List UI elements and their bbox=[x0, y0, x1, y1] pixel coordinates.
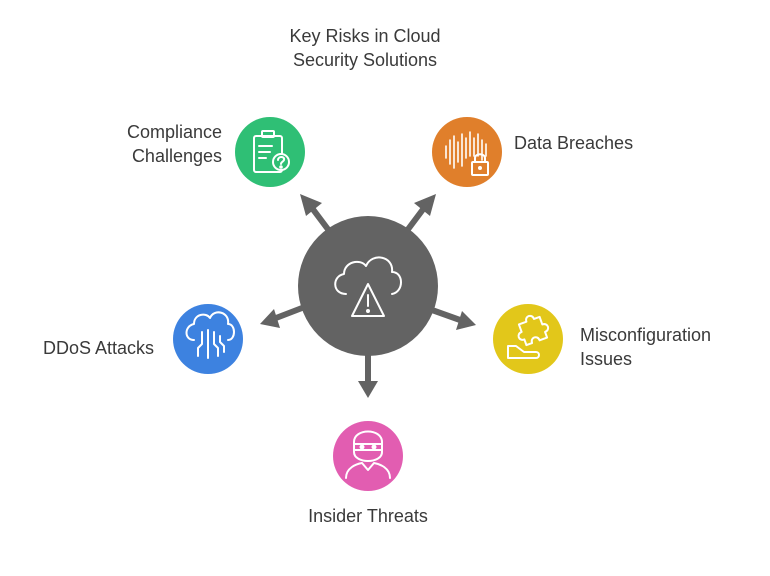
label-misconfiguration: Misconfiguration Issues bbox=[580, 323, 760, 371]
node-data-breaches bbox=[432, 117, 502, 187]
arrow-to-misconfiguration bbox=[430, 307, 476, 330]
label-insider-line-1: Insider Threats bbox=[308, 506, 428, 526]
node-ddos bbox=[173, 304, 243, 374]
arrows bbox=[260, 194, 476, 398]
label-compliance-line-1: Compliance bbox=[126, 122, 222, 142]
label-compliance: Compliance Challenges bbox=[70, 120, 222, 168]
label-insider: Insider Threats bbox=[288, 504, 448, 528]
node-compliance bbox=[235, 117, 305, 187]
soundwave-lock-icon bbox=[445, 131, 489, 176]
diagram-title: Key Risks in Cloud Security Solutions bbox=[260, 24, 470, 72]
label-data-breaches: Data Breaches bbox=[514, 131, 714, 155]
arrow-to-ddos bbox=[260, 305, 304, 328]
label-data-breaches-line-1: Data Breaches bbox=[514, 133, 634, 153]
node-insider bbox=[333, 421, 403, 491]
arrow-to-compliance bbox=[300, 194, 333, 234]
masked-person-icon bbox=[345, 430, 391, 479]
clipboard-question-icon bbox=[253, 130, 290, 173]
cloud-circuit-icon bbox=[185, 311, 235, 359]
title-line-1: Key Risks in Cloud bbox=[289, 26, 441, 46]
puzzle-hand-icon bbox=[507, 314, 550, 359]
label-ddos-line-1: DDoS Attacks bbox=[42, 338, 154, 358]
arrow-to-data-breaches bbox=[403, 194, 436, 234]
label-compliance-line-2: Challenges bbox=[131, 146, 222, 166]
arrow-to-insider bbox=[358, 355, 378, 398]
label-misconfiguration-line-1: Misconfiguration bbox=[580, 325, 712, 345]
center-node bbox=[298, 216, 438, 356]
label-misconfiguration-line-2: Issues bbox=[580, 349, 633, 369]
title-line-2: Security Solutions bbox=[292, 50, 438, 70]
label-ddos: DDoS Attacks bbox=[20, 336, 154, 360]
cloud-warning-icon bbox=[334, 256, 402, 317]
node-misconfiguration bbox=[493, 304, 563, 374]
